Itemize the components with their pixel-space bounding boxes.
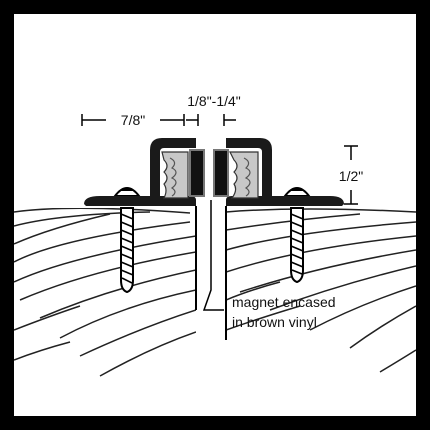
dimension-gap: 1/8"-1/4" (186, 93, 241, 126)
dimension-flange: 7/8" (81, 112, 185, 128)
magnet-callout-leader: magnet encased in brown vinyl (202, 200, 336, 330)
callout-line-1: magnet encased (232, 294, 336, 310)
left-screw (112, 187, 142, 294)
left-profile (84, 138, 196, 206)
right-profile (226, 138, 344, 206)
right-gasket (229, 151, 259, 199)
gap-width-label: 1/8"-1/4" (187, 93, 241, 109)
height-label: 1/2" (339, 168, 363, 184)
callout-line-2: in brown vinyl (232, 314, 317, 330)
left-floor-board (14, 206, 197, 377)
left-gasket (161, 151, 189, 199)
right-floor-board (225, 206, 416, 373)
right-magnet (213, 149, 229, 197)
left-magnet (189, 149, 205, 197)
right-screw (282, 187, 312, 284)
flange-width-label: 7/8" (121, 112, 145, 128)
dimension-height: 1/2" (339, 145, 363, 205)
